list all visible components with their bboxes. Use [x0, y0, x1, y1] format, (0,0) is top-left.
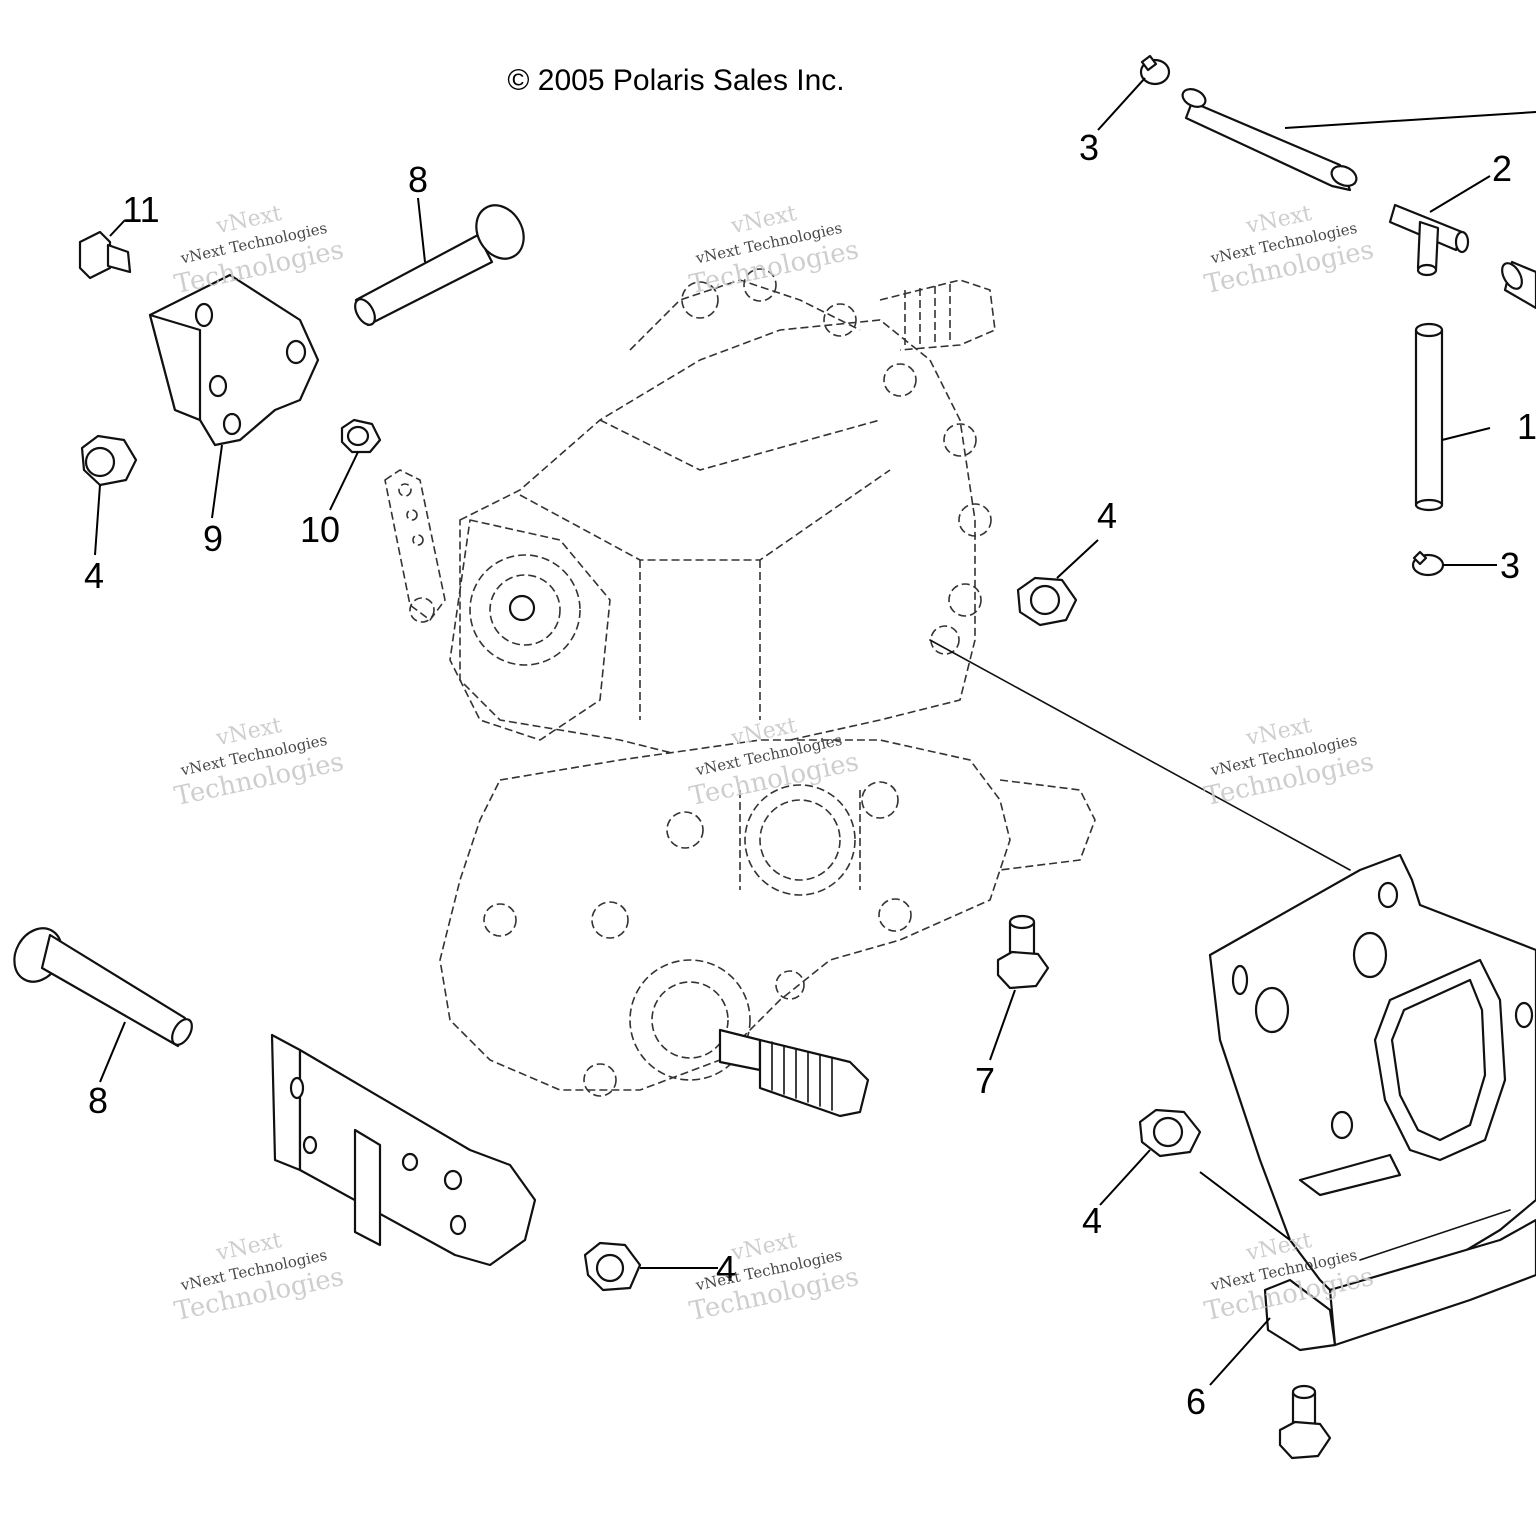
part-tee-fitting-2 — [1388, 203, 1470, 277]
callout-10: 10 — [300, 509, 340, 550]
part-hose-1 — [1414, 322, 1444, 512]
watermark: vNext vNext Technologies Technologies — [1202, 201, 1377, 300]
transmission-assembly — [384, 268, 1096, 1118]
callout-11: 11 — [122, 189, 159, 230]
watermark: vNext vNext Technologies Technologies — [1202, 713, 1377, 812]
part-clamp-3-right — [1411, 550, 1445, 577]
part-nut-4-middle — [1016, 576, 1078, 627]
callout-8-top: 8 — [408, 159, 428, 200]
watermark: vNext vNext Technologies Technologies — [172, 201, 347, 300]
callout-6: 6 — [1186, 1381, 1206, 1422]
part-bolt-7 — [996, 914, 1050, 990]
watermark: vNext vNext Technologies Technologies — [172, 713, 347, 812]
part-bracket-9 — [148, 273, 320, 447]
part-mount-bracket-lower-left — [270, 1033, 537, 1267]
part-nut-4-left — [80, 434, 138, 487]
callout-1: 1 — [1517, 406, 1536, 447]
callout-3-right: 3 — [1500, 545, 1520, 586]
callout-8-bottom: 8 — [88, 1080, 108, 1121]
callout-2: 2 — [1492, 148, 1512, 189]
part-hose-right — [1501, 260, 1536, 310]
part-nut-4-right — [1138, 1108, 1202, 1158]
callout-4-right: 4 — [1082, 1200, 1102, 1241]
watermark: vNext vNext Technologies Technologies — [172, 1228, 347, 1327]
callout-4-left: 4 — [84, 555, 104, 596]
callout-4-bottom: 4 — [716, 1248, 736, 1289]
part-bolt-11 — [78, 230, 132, 280]
leader-housing-to-bracket — [929, 639, 1351, 871]
copyright-text: © 2005 Polaris Sales Inc. — [507, 64, 844, 97]
callout-4-middle: 4 — [1097, 495, 1117, 536]
part-nut-4-bottom — [583, 1241, 642, 1292]
part-nut-10 — [340, 418, 382, 454]
callout-3-top: 3 — [1079, 127, 1099, 168]
part-bolt-bottom-right — [1278, 1384, 1332, 1460]
part-mount-bracket-6 — [1208, 853, 1536, 1352]
leader-lines — [94, 77, 1536, 1386]
part-hose-top — [1181, 88, 1358, 192]
callout-7: 7 — [975, 1060, 995, 1101]
callout-9: 9 — [203, 518, 223, 559]
watermark: vNext vNext Technologies Technologies — [687, 201, 862, 300]
part-clamp-3-top — [1139, 54, 1171, 86]
watermark: vNext vNext Technologies Technologies — [687, 1228, 862, 1327]
part-bolt-8-bottom — [13, 927, 193, 1048]
part-bolt-8-top — [354, 204, 525, 327]
callout-labels: 11 9 4 10 8 8 4 4 7 4 6 3 2 1 3 — [84, 127, 1536, 1422]
